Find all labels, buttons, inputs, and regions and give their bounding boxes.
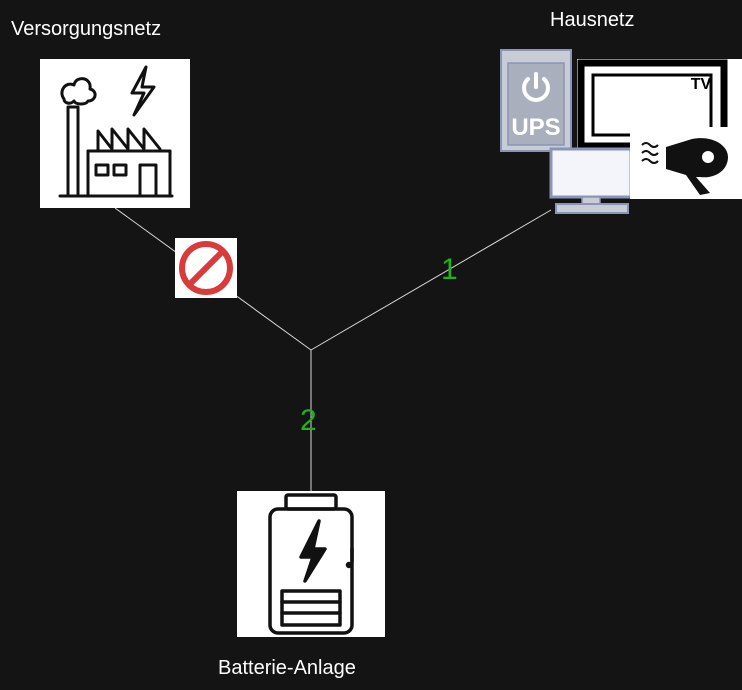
hair-dryer-icon — [630, 127, 742, 199]
battery-label: Batterie-Anlage — [218, 657, 356, 679]
wire-house — [310, 209, 552, 351]
tv-icon: TV — [577, 59, 742, 150]
prohibited-icon — [175, 238, 237, 298]
factory-icon — [40, 59, 190, 208]
ups-text: UPS — [511, 114, 560, 141]
tv-text: TV — [691, 76, 712, 93]
ups-icon: UPS — [500, 49, 572, 152]
computer-icon — [548, 146, 634, 216]
path-number-battery: 2 — [300, 404, 317, 437]
path-number-house: 1 — [441, 253, 458, 286]
house-label: Hausnetz — [550, 9, 635, 31]
battery-icon — [237, 491, 385, 637]
grid-label: Versorgungsnetz — [11, 18, 162, 40]
